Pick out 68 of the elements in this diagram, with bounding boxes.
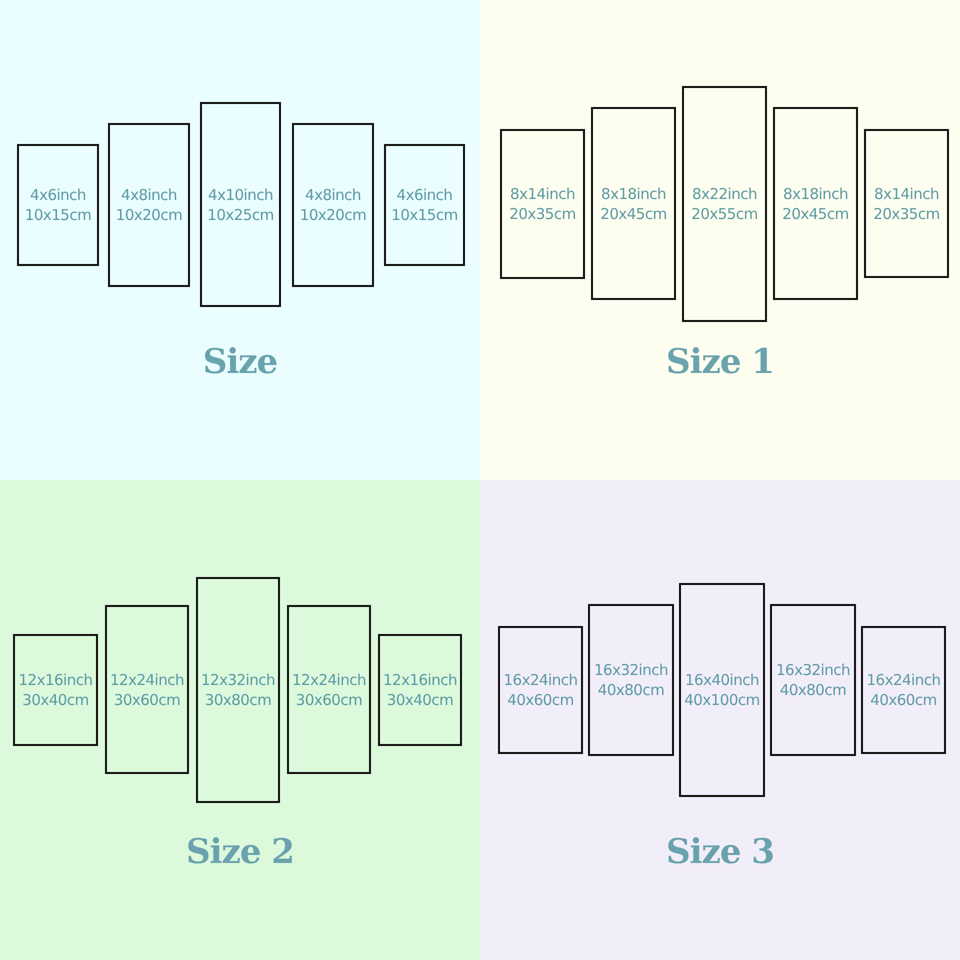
canvas-panel-outline [17, 144, 99, 266]
canvas-panel-outline [588, 604, 674, 756]
dimension-text: 40x60cm [507, 690, 574, 710]
dimension-text: 10x15cm [24, 205, 92, 225]
size-heading: Size 3 [665, 832, 775, 872]
dimension-text: 8x18inch [783, 184, 848, 204]
size-panel [0, 480, 480, 960]
canvas-panel-outline [378, 634, 462, 746]
canvas-panel-outline [292, 123, 374, 287]
dimension-text: 8x18inch [601, 184, 666, 204]
canvas-panel-outline [861, 626, 946, 754]
dimension-text: 4x8inch [121, 185, 177, 205]
dimension-text: 30x40cm [22, 690, 89, 710]
canvas-panel-outline [500, 129, 585, 279]
dimension-text: 30x80cm [204, 690, 272, 710]
dimension-text: 12x16inch [383, 670, 457, 690]
canvas-panel-outline [773, 107, 858, 300]
canvas-panel-outline [682, 86, 767, 322]
dimension-text: 10x20cm [116, 205, 182, 225]
dimension-text: 20x35cm [873, 204, 940, 224]
size-heading: Size 2 [185, 832, 295, 872]
dimension-text: 30x60cm [114, 690, 180, 710]
dimension-text: 40x60cm [870, 690, 937, 710]
canvas-panel-outline [105, 605, 189, 774]
dimension-text: 12x16inch [18, 670, 92, 690]
canvas-panel-outline [196, 577, 280, 803]
canvas-panel-outline [864, 129, 949, 278]
canvas-panel-outline [287, 605, 371, 774]
canvas-panel-outline [770, 604, 856, 756]
dimension-text: 20x35cm [509, 204, 576, 224]
dimension-text: 12x24inch [110, 670, 184, 690]
dimension-text: 4x6inch [30, 185, 86, 205]
dimension-text: 12x32inch [201, 670, 275, 690]
canvas-panel-outline [591, 107, 676, 300]
dimension-text: 40x80cm [598, 680, 664, 700]
dimension-text: 4x10inch [208, 184, 273, 204]
dimension-text: 16x24inch [866, 670, 940, 690]
dimension-text: 10x25cm [207, 204, 274, 224]
size-heading: Size [202, 342, 278, 382]
dimension-text: 8x22inch [692, 184, 757, 204]
dimension-text: 10x20cm [300, 205, 366, 225]
size-panel [480, 0, 960, 480]
canvas-panel-outline [679, 583, 765, 797]
dimension-text: 16x32inch [776, 660, 850, 680]
size-heading: Size 1 [665, 342, 775, 382]
canvas-panel-outline [13, 634, 98, 746]
dimension-text: 16x32inch [594, 660, 668, 680]
dimension-text: 30x60cm [296, 690, 362, 710]
canvas-panel-outline [384, 144, 465, 266]
canvas-panel-outline [108, 123, 190, 287]
dimension-text: 8x14inch [510, 184, 575, 204]
dimension-text: 30x40cm [386, 690, 454, 710]
size-panel [480, 480, 960, 960]
dimension-text: 16x40inch [685, 670, 759, 690]
dimension-text: 10x15cm [391, 205, 458, 225]
dimension-text: 4x8inch [305, 185, 361, 205]
dimension-text: 4x6inch [396, 185, 452, 205]
size-panel [0, 0, 480, 480]
dimension-text: 20x55cm [691, 204, 758, 224]
dimension-text: 40x80cm [780, 680, 846, 700]
canvas-panel-outline [200, 102, 281, 307]
dimension-text: 20x45cm [600, 204, 667, 224]
dimension-text: 40x100cm [684, 690, 760, 710]
dimension-text: 8x14inch [874, 184, 939, 204]
canvas-panel-outline [498, 626, 583, 754]
dimension-text: 12x24inch [292, 670, 366, 690]
dimension-text: 16x24inch [504, 670, 578, 690]
dimension-text: 20x45cm [782, 204, 849, 224]
